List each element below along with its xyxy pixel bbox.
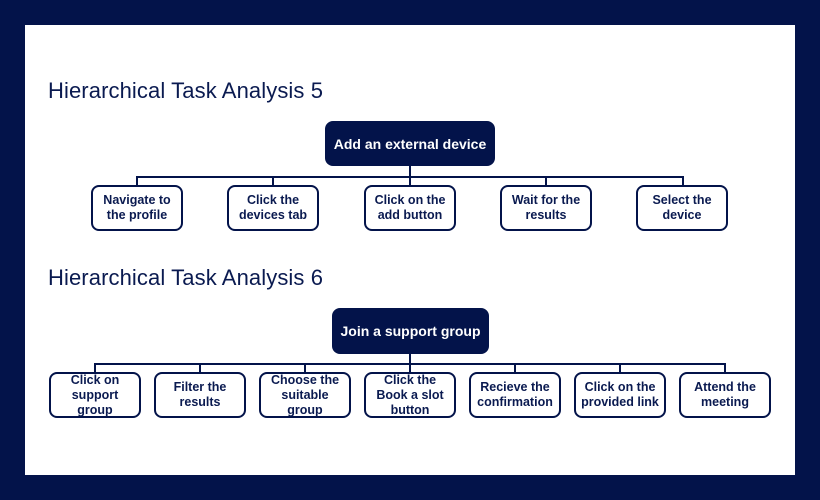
root-node-label: Join a support group — [340, 323, 481, 339]
task-node-label: Click on the provided link — [581, 380, 659, 409]
root-node-hta-6: Join a support group — [332, 308, 489, 354]
connector-child-4-hta-6 — [409, 363, 411, 373]
connector-root-stem-hta-5 — [409, 165, 411, 177]
task-node-label: Click on support group — [70, 372, 120, 417]
diagram-title-hta-6: Hierarchical Task Analysis 6 — [48, 265, 324, 290]
diagram-title-hta-5: Hierarchical Task Analysis 5 — [48, 78, 324, 103]
task-node-hta-5-1: Navigate to the profile — [91, 185, 183, 231]
root-node-hta-5: Add an external device — [325, 121, 495, 166]
task-node-hta-6-6: Click on the provided link — [574, 372, 666, 418]
task-node-hta-5-4: Wait for the results — [500, 185, 592, 231]
connector-child-2-hta-6 — [199, 363, 201, 373]
connector-child-7-hta-6 — [724, 363, 726, 373]
connector-child-1-hta-6 — [94, 363, 96, 373]
task-node-hta-5-2: Click the devices tab — [227, 185, 319, 231]
task-node-hta-6-1: Click on support group — [49, 372, 141, 418]
connector-child-3-hta-5 — [409, 176, 411, 186]
task-node-label: Filter the results — [173, 380, 227, 409]
task-node-label: Choose the suitable group — [270, 372, 340, 417]
root-node-label: Add an external device — [333, 135, 487, 152]
task-node-hta-5-3: Click on the add button — [364, 185, 456, 231]
task-node-label: Click on the add button — [374, 193, 446, 222]
connector-child-5-hta-6 — [514, 363, 516, 373]
connector-child-3-hta-6 — [304, 363, 306, 373]
task-node-label: Wait for the results — [511, 193, 581, 222]
task-node-hta-6-5: Recieve the confirmation — [469, 372, 561, 418]
task-node-hta-6-3: Choose the suitable group — [259, 372, 351, 418]
task-node-hta-6-2: Filter the results — [154, 372, 246, 418]
task-node-label: Recieve the confirmation — [477, 380, 553, 409]
task-node-hta-6-7: Attend the meeting — [679, 372, 771, 418]
connector-child-2-hta-5 — [272, 176, 274, 186]
task-node-label: Navigate to the profile — [103, 193, 171, 222]
task-node-label: Select the device — [652, 193, 712, 222]
connector-child-5-hta-5 — [682, 176, 684, 186]
task-node-hta-5-5: Select the device — [636, 185, 728, 231]
task-node-hta-6-4: Click the Book a slot button — [364, 372, 456, 418]
task-node-label: Attend the meeting — [694, 380, 756, 409]
task-node-label: Click the Book a slot button — [376, 372, 444, 417]
connector-child-4-hta-5 — [545, 176, 547, 186]
task-node-label: Click the devices tab — [238, 193, 308, 222]
connector-child-6-hta-6 — [619, 363, 621, 373]
connector-root-stem-hta-6 — [409, 353, 411, 364]
connector-child-1-hta-5 — [136, 176, 138, 186]
